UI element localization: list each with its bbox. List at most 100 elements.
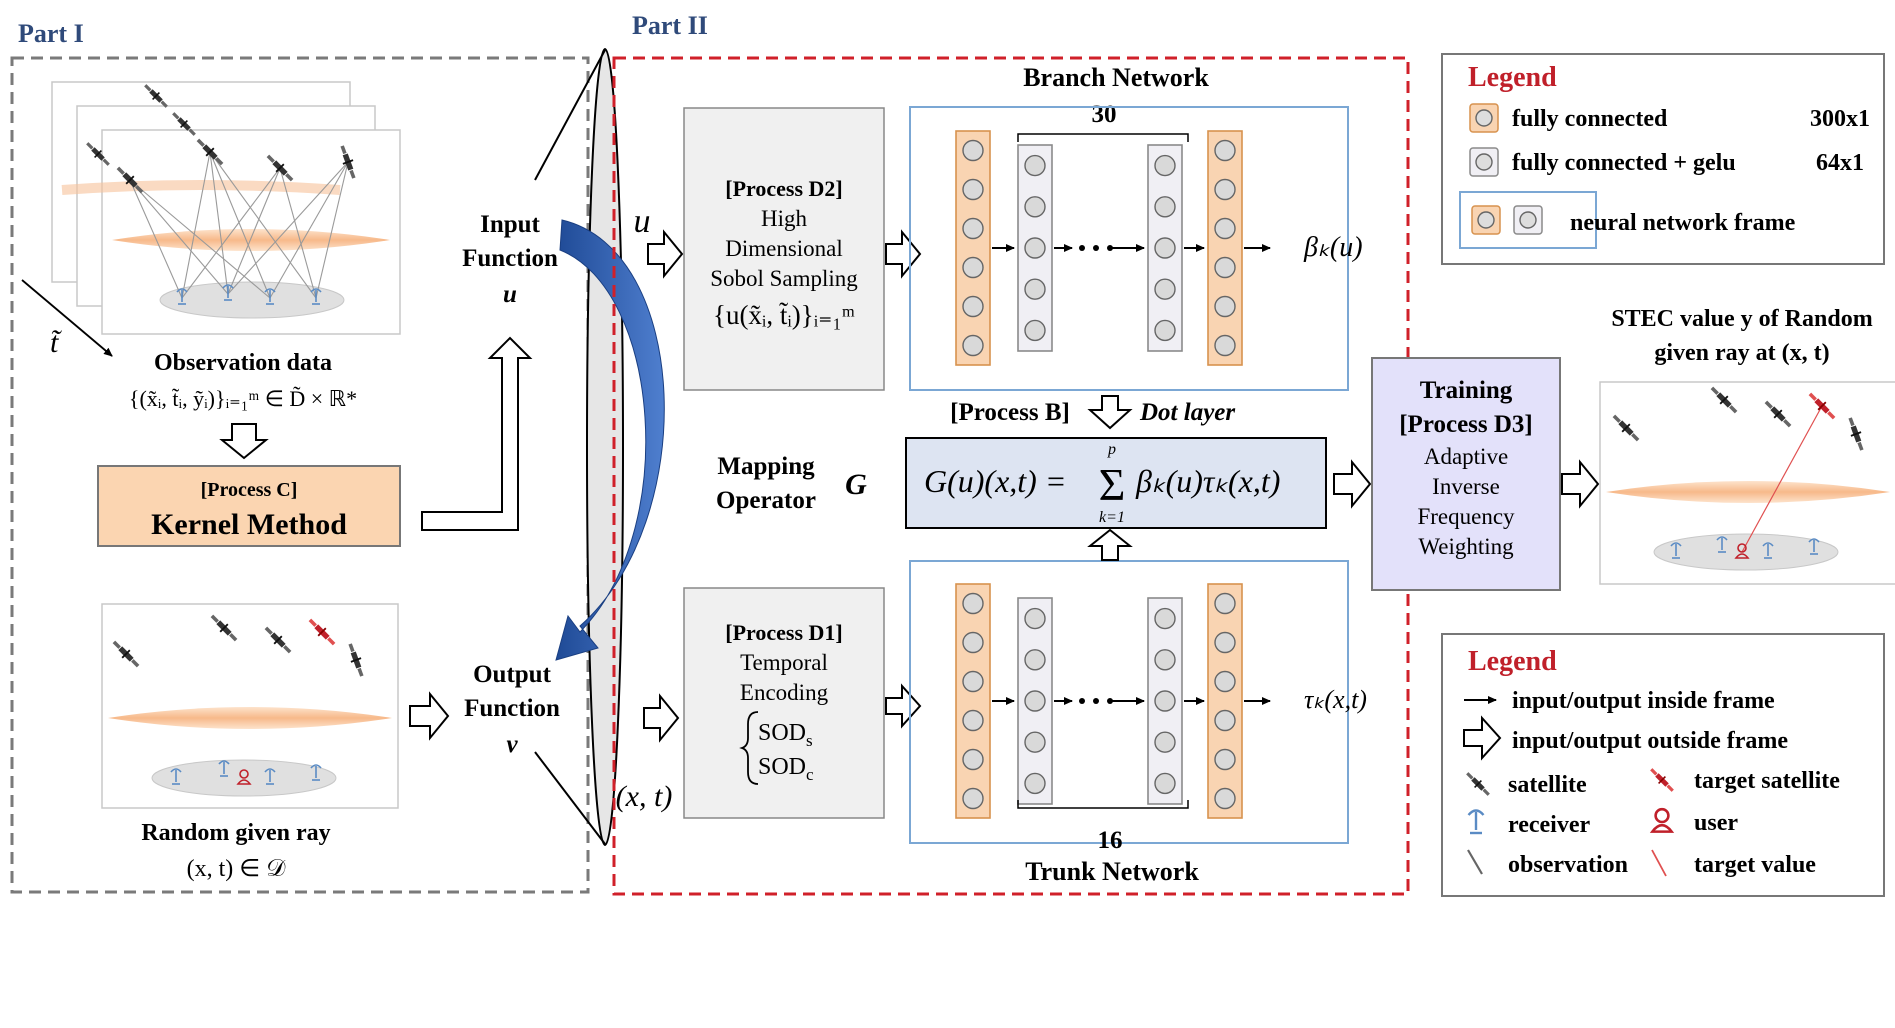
neuron-node bbox=[1154, 690, 1176, 712]
function-space-lens bbox=[534, 48, 624, 846]
operator-lhs: G(u)(x,t) = bbox=[924, 463, 1066, 499]
legend-satellite-label: satellite bbox=[1508, 772, 1587, 798]
neuron-node bbox=[1024, 237, 1046, 259]
neuron-node bbox=[1024, 607, 1046, 630]
neuron-node bbox=[1214, 787, 1236, 810]
xt-to-d1-arrow bbox=[643, 693, 680, 743]
legend-2-frame bbox=[1441, 633, 1885, 897]
hidden-layer-first bbox=[1017, 144, 1053, 352]
legend-nn-frame-orange-node bbox=[1477, 211, 1495, 229]
dot-layer-label: Dot layer bbox=[1139, 399, 1235, 426]
neuron-node bbox=[1214, 217, 1236, 240]
process-c-box bbox=[97, 465, 401, 547]
legend-target-satellite-label: target satellite bbox=[1694, 768, 1840, 794]
neuron-node bbox=[962, 631, 984, 654]
ellipsis-dot bbox=[1107, 245, 1113, 251]
sod-s-sub: s bbox=[806, 731, 813, 750]
neuron-node bbox=[1024, 731, 1046, 753]
output-layer bbox=[1207, 583, 1243, 819]
observation-title: Observation data bbox=[154, 350, 332, 376]
trunk-to-operator-arrow bbox=[1087, 528, 1133, 561]
kernel-to-input-arrow bbox=[421, 336, 533, 531]
branch-count: 30 bbox=[1092, 101, 1117, 128]
branch-frame bbox=[909, 106, 1349, 391]
neuron-node bbox=[1154, 196, 1176, 218]
sod-s-main: SOD bbox=[758, 720, 806, 746]
input-layer bbox=[955, 583, 991, 819]
part-two-frame bbox=[612, 56, 1410, 896]
time-arrow bbox=[21, 279, 113, 357]
input-function-line1: Input bbox=[480, 211, 540, 238]
neuron-node bbox=[1024, 319, 1046, 342]
output-function-line2: Function bbox=[464, 695, 560, 722]
ellipsis-dot bbox=[1079, 698, 1085, 704]
trunk-layers bbox=[955, 583, 1271, 819]
neuron-node bbox=[1154, 319, 1176, 342]
legend-fc-node bbox=[1475, 109, 1493, 127]
legend-fcgelu-size: 64x1 bbox=[1816, 150, 1864, 176]
neuron-node bbox=[1154, 649, 1176, 671]
legend-user-label: user bbox=[1694, 810, 1738, 836]
neuron-node bbox=[1214, 256, 1236, 279]
process-b-label: [Process B] bbox=[950, 399, 1070, 426]
part-one-label: Part I bbox=[18, 19, 84, 48]
ray-to-output-arrow bbox=[409, 691, 450, 741]
neuron-node bbox=[1214, 631, 1236, 654]
stec-line2: given ray at (x, t) bbox=[1654, 340, 1829, 366]
operator-rhs: βₖ(u)τₖ(x,t) bbox=[1135, 463, 1280, 499]
output-function-symbol: v bbox=[506, 731, 518, 758]
input-function-line2: Function bbox=[462, 245, 558, 272]
neuron-node bbox=[1214, 334, 1236, 357]
neuron-node bbox=[1024, 154, 1046, 177]
neuron-node bbox=[1214, 748, 1236, 771]
branch-layers bbox=[955, 130, 1271, 366]
neuron-node bbox=[962, 709, 984, 732]
neuron-node bbox=[1154, 731, 1176, 753]
ellipsis-dot bbox=[1079, 245, 1085, 251]
neuron-node bbox=[962, 670, 984, 693]
neuron-node bbox=[962, 787, 984, 810]
legend-2-title: Legend bbox=[1468, 646, 1557, 677]
hidden-layer-last bbox=[1147, 144, 1183, 352]
training-label: [Process D3] bbox=[1399, 411, 1533, 438]
legend-target-value-icon bbox=[1651, 849, 1667, 877]
process-d1-box bbox=[683, 587, 885, 819]
trunk-output: τₖ(x,t) bbox=[1304, 685, 1367, 714]
trunk-title: Trunk Network bbox=[1025, 857, 1199, 886]
training-to-result-arrow bbox=[1561, 459, 1600, 509]
process-d1-line2: Encoding bbox=[740, 680, 829, 705]
operator-sum: Σ bbox=[1099, 459, 1126, 510]
training-title: Training bbox=[1420, 377, 1513, 404]
obs-to-kernel-arrow bbox=[219, 423, 269, 460]
mapping-line1: Mapping bbox=[717, 453, 815, 480]
ellipsis-dot bbox=[1093, 698, 1099, 704]
neuron-node bbox=[1214, 139, 1236, 162]
neuron-node bbox=[1214, 178, 1236, 201]
neuron-node bbox=[1024, 196, 1046, 218]
legend-observation-label: observation bbox=[1508, 852, 1628, 878]
observation-image-stack bbox=[51, 81, 401, 335]
process-d1-line1: Temporal bbox=[740, 650, 828, 675]
legend-nn-frame-gray-node bbox=[1519, 211, 1537, 229]
process-c-label: [Process C] bbox=[201, 479, 298, 501]
input-to-output-curved-arrow bbox=[555, 219, 665, 661]
legend-target-value-label: target value bbox=[1694, 852, 1816, 878]
neuron-node bbox=[962, 592, 984, 615]
d2-to-branch-arrow bbox=[885, 229, 922, 279]
legend-nn-frame-label: neural network frame bbox=[1570, 210, 1796, 236]
neuron-node bbox=[1024, 278, 1046, 300]
branch-to-operator-arrow bbox=[1087, 395, 1133, 430]
legend-fc-size: 300x1 bbox=[1810, 106, 1870, 132]
input-layer bbox=[955, 130, 991, 366]
sod-c-sub: c bbox=[806, 765, 814, 784]
neuron-node bbox=[1024, 649, 1046, 671]
part-two-label: Part II bbox=[632, 11, 708, 40]
branch-title: Branch Network bbox=[1023, 63, 1209, 92]
ellipsis-dot bbox=[1107, 698, 1113, 704]
training-line3: Frequency bbox=[1417, 504, 1515, 529]
neuron-node bbox=[962, 334, 984, 357]
process-d2-line1: High bbox=[761, 206, 808, 231]
training-line4: Weighting bbox=[1418, 534, 1514, 559]
